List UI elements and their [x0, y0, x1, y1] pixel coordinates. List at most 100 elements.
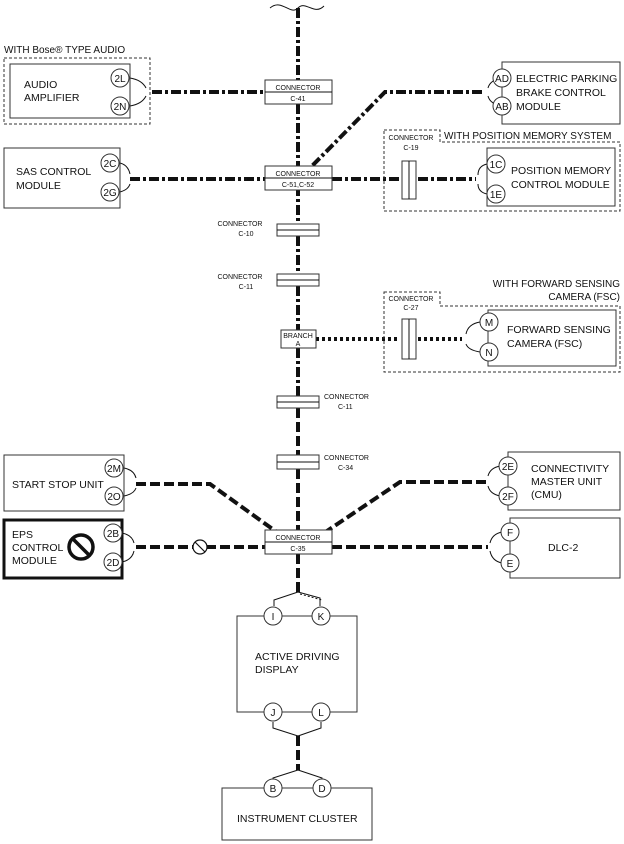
- connector-c19-label-1: CONNECTOR: [389, 135, 434, 142]
- connector-c10-label-2: C-10: [238, 231, 253, 238]
- wire-dlc-fan: [489, 531, 503, 564]
- pin-circle: [311, 606, 331, 626]
- wire-add-top-fan: [273, 591, 321, 606]
- pin-circle: [263, 606, 283, 626]
- connector-c11a-label-1: CONNECTOR: [218, 274, 263, 281]
- instrument-cluster-module: [221, 787, 373, 841]
- posmem-group-frame: [383, 129, 621, 212]
- pin-label: 2M: [107, 464, 121, 475]
- cluster-label: INSTRUMENT CLUSTER: [237, 813, 358, 825]
- wire-cluster-fan: [272, 769, 323, 782]
- eps-label-1: EPS: [12, 529, 33, 541]
- pin-label: J: [271, 708, 276, 719]
- connector-c41-label-1: CONNECTOR: [276, 85, 321, 92]
- cmu-label-2: MASTER UNIT: [531, 476, 603, 488]
- pin-circle: [492, 68, 512, 88]
- bose-group-frame: [3, 57, 151, 125]
- start-stop-label: START STOP UNIT: [12, 479, 104, 491]
- sas-control-module: [3, 147, 121, 209]
- fsc-group-label-2: CAMERA (FSC): [548, 292, 620, 303]
- branch-a-label-2: A: [296, 341, 301, 348]
- wire-add-top-fan2: [299, 593, 323, 601]
- pin-circle: [100, 153, 120, 173]
- no-entry-icon: [67, 533, 95, 561]
- pin-label: K: [318, 612, 325, 623]
- pin-label: L: [318, 708, 324, 719]
- pin-label: I: [272, 612, 275, 623]
- epb-control-module: [501, 61, 621, 125]
- wire-epb-c51: [308, 90, 482, 170]
- fsc-label-2: CAMERA (FSC): [507, 338, 582, 350]
- pin-circle: [311, 702, 331, 722]
- pin-label: M: [485, 318, 493, 329]
- audio-amplifier-label-1: AUDIO: [24, 79, 57, 91]
- wire-cmu-c35: [322, 480, 486, 535]
- wire-posmem-fan: [477, 163, 488, 195]
- wire-cmu-fan: [487, 465, 501, 497]
- branch-a: [280, 329, 317, 349]
- pin-circle: [498, 456, 518, 476]
- connector-c34-label-1: CONNECTOR: [324, 455, 369, 462]
- pin-circle: [110, 96, 130, 116]
- pin-label: E: [507, 559, 514, 570]
- audio-amplifier-label-2: AMPLIFIER: [24, 92, 80, 104]
- fsc-label-1: FORWARD SENSING: [507, 324, 611, 336]
- pin-circle: [103, 523, 123, 543]
- eps-label-2: CONTROL: [12, 542, 63, 554]
- audio-amplifier-module: [9, 63, 131, 119]
- epb-label-2: BRAKE CONTROL: [516, 87, 606, 99]
- pin-circle: [263, 702, 283, 722]
- pin-label: 2L: [114, 74, 126, 85]
- pin-label: 1E: [490, 190, 503, 201]
- active-driving-display-module: [236, 615, 358, 713]
- bose-group-label: WITH Bose® TYPE AUDIO: [4, 45, 125, 56]
- pin-circle: [100, 182, 120, 202]
- wire-add-bottom-fan: [272, 722, 322, 737]
- fsc-group-frame: [383, 291, 621, 373]
- cmu-label-1: CONNECTIVITY: [531, 463, 609, 475]
- start-stop-unit-module: [3, 454, 125, 512]
- pin-label: 2E: [502, 462, 515, 473]
- dlc2-module: [509, 517, 621, 579]
- pin-circle: [104, 486, 124, 506]
- pin-circle: [104, 458, 124, 478]
- cmu-module: [507, 451, 621, 511]
- pin-label: F: [507, 528, 513, 539]
- pin-circle: [486, 154, 506, 174]
- connector-c51-label-2: C-51,C-52: [282, 182, 314, 189]
- pin-circle: [498, 486, 518, 506]
- pin-circle: [312, 778, 332, 798]
- connector-c11a-label-2: C-11: [239, 284, 254, 291]
- cmu-label-3: (CMU): [531, 489, 562, 501]
- pin-label: AD: [495, 74, 509, 85]
- connector-c27-label-1: CONNECTOR: [389, 296, 434, 303]
- eps-label-3: MODULE: [12, 555, 57, 567]
- pin-circle: [479, 342, 499, 362]
- dlc2-label: DLC-2: [548, 542, 579, 554]
- pin-circle: [486, 184, 506, 204]
- connector-c34-label-2: C-34: [338, 465, 353, 472]
- fsc-module: [487, 309, 617, 367]
- posmem-label-2: CONTROL MODULE: [511, 179, 610, 191]
- wire-break-mark: [269, 4, 325, 11]
- pin-label: 1C: [490, 160, 503, 171]
- wire-startstop-c35: [136, 482, 280, 535]
- pin-label: 2C: [104, 159, 117, 170]
- add-label-1: ACTIVE DRIVING: [255, 651, 340, 663]
- wire-startstop-fan: [123, 467, 137, 497]
- pin-label: 2D: [107, 558, 120, 569]
- add-label-2: DISPLAY: [255, 664, 299, 676]
- sas-label-1: SAS CONTROL: [16, 166, 91, 178]
- connector-c35-label-2: C-35: [290, 546, 305, 553]
- connector-c11b-label-1: CONNECTOR: [324, 394, 369, 401]
- pin-circle: [479, 312, 499, 332]
- connector-c41-label-2: C-41: [290, 96, 305, 103]
- pin-label: 2G: [103, 188, 117, 199]
- pin-circle: [500, 522, 520, 542]
- pin-circle: [500, 553, 520, 573]
- connector-c11b-label-2: C-11: [338, 404, 353, 411]
- posmem-group-label: WITH POSITION MEMORY SYSTEM: [444, 131, 611, 142]
- branch-a-label-1: BRANCH: [283, 333, 313, 340]
- pin-label: AB: [495, 102, 509, 113]
- posmem-label-1: POSITION MEMORY: [511, 165, 611, 177]
